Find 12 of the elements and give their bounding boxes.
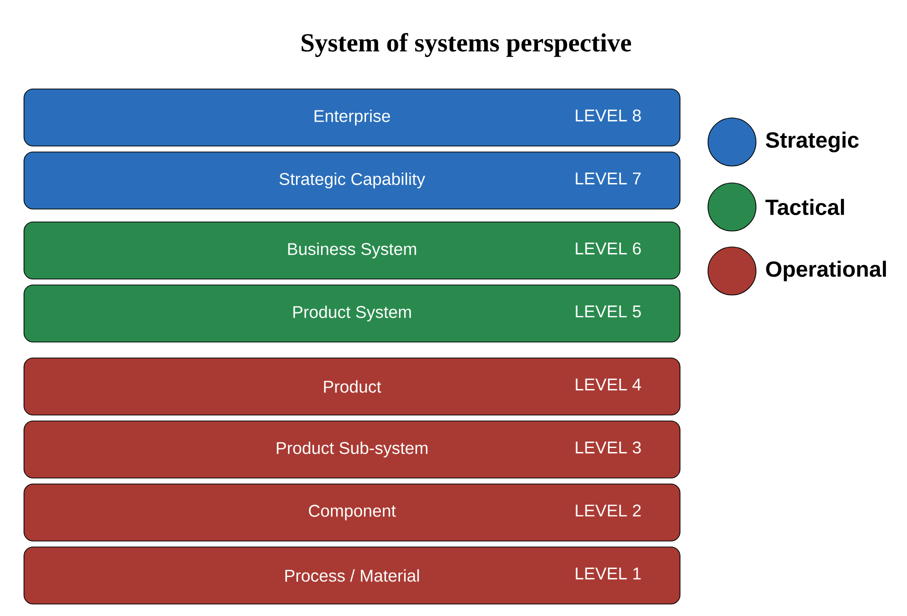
level-bar: Business System LEVEL 6 <box>24 222 680 280</box>
level-bar: Product LEVEL 4 <box>24 358 680 416</box>
legend-label: Strategic <box>766 132 859 152</box>
title: System of systems perspective <box>302 33 632 57</box>
legend-label: Tactical <box>765 198 844 216</box>
level-bar: Component LEVEL 2 <box>24 484 680 542</box>
legend-label: Operational <box>766 260 886 282</box>
level-bar: Product System LEVEL 5 <box>24 284 680 342</box>
level-bar: Product Sub-system LEVEL 3 <box>24 420 680 478</box>
level-bar: Strategic Capability LEVEL 7 <box>24 152 680 210</box>
level-bar: Process / Material LEVEL 1 <box>24 546 680 604</box>
level-bar: Enterprise LEVEL 8 <box>24 88 680 146</box>
